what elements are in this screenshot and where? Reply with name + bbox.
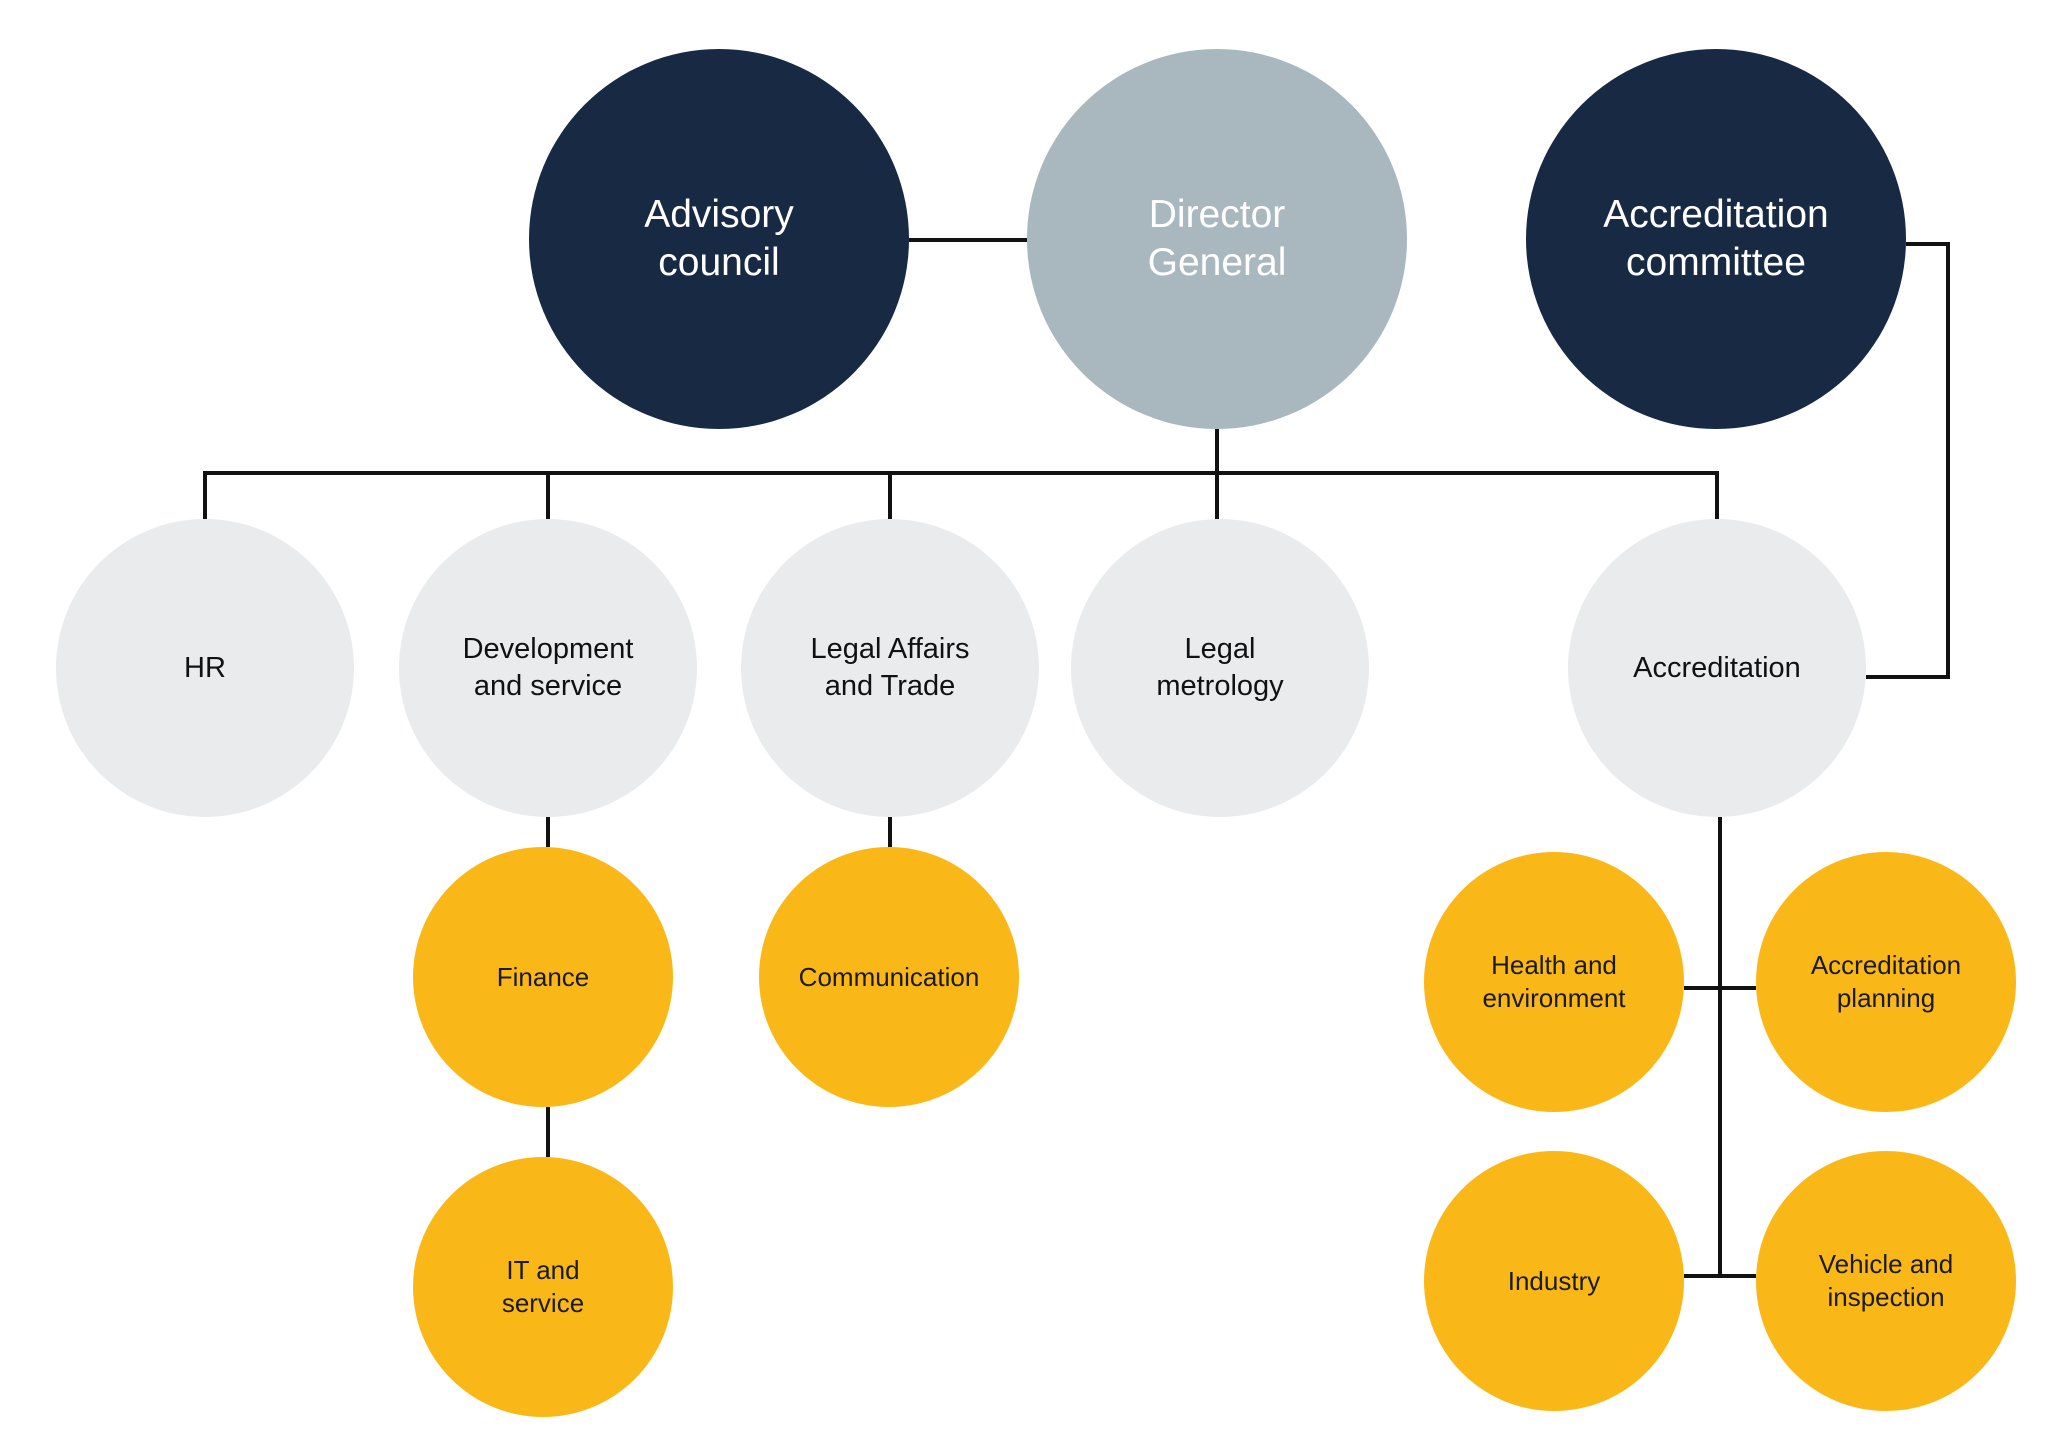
node-label: Advisory council bbox=[644, 193, 794, 284]
node-industry: Industry bbox=[1424, 1151, 1684, 1411]
node-vehicle-and-inspection: Vehicle and inspection bbox=[1756, 1151, 2016, 1411]
node-label: Accreditation planning bbox=[1810, 950, 1962, 1013]
node-legal-affairs-and-trade: Legal Affairs and Trade bbox=[741, 519, 1039, 817]
node-advisory-council: Advisory council bbox=[529, 49, 909, 429]
node-label: Industry bbox=[1507, 1265, 1601, 1296]
node-finance: Finance bbox=[413, 847, 673, 1107]
node-hr: HR bbox=[56, 519, 354, 817]
node-label: Legal metrology bbox=[1156, 633, 1284, 702]
node-label: HR bbox=[184, 651, 226, 684]
node-communication: Communication bbox=[759, 847, 1019, 1107]
node-label: IT and service bbox=[501, 1255, 585, 1318]
node-label: Director General bbox=[1147, 193, 1287, 284]
node-accreditation-committee: Accreditation committee bbox=[1526, 49, 1906, 429]
node-development-and-service: Development and service bbox=[399, 519, 697, 817]
node-label: Vehicle and inspection bbox=[1818, 1249, 1954, 1312]
node-label: Legal Affairs and Trade bbox=[810, 633, 970, 702]
node-accreditation-planning: Accreditation planning bbox=[1756, 852, 2016, 1112]
node-director-general: Director General bbox=[1027, 49, 1407, 429]
node-accreditation: Accreditation bbox=[1568, 519, 1866, 817]
node-health-and-environment: Health and environment bbox=[1424, 852, 1684, 1112]
node-label: Accreditation bbox=[1633, 651, 1801, 684]
node-legal-metrology: Legal metrology bbox=[1071, 519, 1369, 817]
node-label: Health and environment bbox=[1482, 950, 1626, 1013]
node-label: Accreditation committee bbox=[1603, 193, 1829, 284]
node-label: Development and service bbox=[462, 633, 634, 702]
node-label: Finance bbox=[496, 961, 590, 992]
connector-committee-accreditation bbox=[1866, 242, 1950, 679]
node-it-and-service: IT and service bbox=[413, 1157, 673, 1417]
node-label: Communication bbox=[798, 961, 980, 992]
